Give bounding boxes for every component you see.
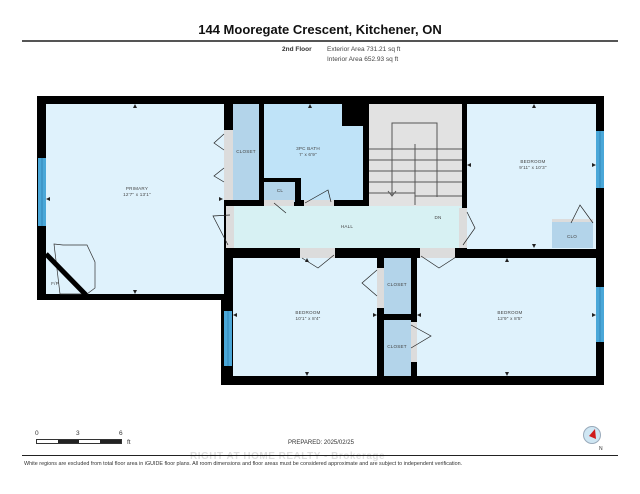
room-label-closet-mid-lower: CLOSET <box>382 344 412 350</box>
room-clo <box>552 221 593 248</box>
prepared-date: PREPARED: 2025/02/25 <box>288 440 354 446</box>
footer-divider <box>22 455 618 456</box>
watermark: RIGHT AT HOME REALTY - Brokerage <box>190 451 386 462</box>
room-label-hall: HALL <box>332 224 362 230</box>
room-dims: 10'1" x 8'4" <box>295 316 321 321</box>
room-dims: 12'9" x 8'5" <box>497 316 523 321</box>
room-label-bedroom-ne: BEDROOM 9'11" x 10'3" <box>508 159 558 171</box>
room-label-clo: CLO <box>562 234 582 240</box>
scale-tick-0: 0 <box>35 430 39 437</box>
room-closet-mid-upper <box>384 258 411 314</box>
room-label-closet: CLOSET <box>226 149 266 155</box>
exterior-area: Exterior Area 731.21 sq ft <box>327 46 401 53</box>
room-label-bath: 3PC BATH 7' x 6'9" <box>285 146 331 158</box>
room-name: HALL <box>340 224 354 229</box>
room-label-bedroom-sw: BEDROOM 10'1" x 8'4" <box>283 310 333 322</box>
room-dims: 9'11" x 10'3" <box>519 165 547 170</box>
room-name: F/P <box>51 281 59 286</box>
room-bedroom-sw <box>233 258 377 376</box>
room-name: BEDROOM <box>497 310 523 315</box>
compass-icon <box>583 426 601 444</box>
room-name: BEDROOM <box>520 159 546 164</box>
room-name: CLOSET <box>236 149 256 154</box>
stair-lines <box>369 122 462 205</box>
room-name: 3PC BATH <box>296 146 320 151</box>
dimension-arrows <box>46 104 596 376</box>
room-cl <box>264 182 295 202</box>
interior-area: Interior Area 652.93 sq ft <box>327 56 399 63</box>
fireplace <box>53 243 96 295</box>
room-name: PRIMARY <box>125 186 149 191</box>
room-bedroom-se <box>417 258 596 376</box>
room-name: CLOSET <box>387 344 407 349</box>
compass-north-label: N <box>599 446 603 452</box>
room-closet-mid-lower <box>384 320 411 376</box>
floor-label: 2nd Floor <box>282 46 312 53</box>
room-name: CLO <box>566 234 578 239</box>
room-label-primary: PRIMARY 12'7" x 13'1" <box>112 186 162 198</box>
scale-tick-3: 3 <box>76 430 80 437</box>
room-hall <box>232 206 462 248</box>
room-dims: 7' x 6'9" <box>299 152 317 157</box>
stairs-down-label: DN <box>428 215 448 221</box>
disclaimer: White regions are excluded from total fl… <box>24 461 463 467</box>
room-name: DN <box>434 215 442 220</box>
room-label-closet-mid-upper: CLOSET <box>382 282 412 288</box>
page-title: 144 Mooregate Crescent, Kitchener, ON <box>198 22 442 37</box>
room-label-cl: CL <box>270 188 290 194</box>
title-divider <box>22 40 618 42</box>
scale-unit: ft <box>127 439 131 446</box>
room-name: CLOSET <box>387 282 407 287</box>
scale-graphic <box>36 439 122 444</box>
room-closet-primary <box>233 104 259 200</box>
scale-tick-6: 6 <box>119 430 123 437</box>
room-name: CL <box>276 188 284 193</box>
room-name: BEDROOM <box>295 310 321 315</box>
room-dims: 12'7" x 13'1" <box>123 192 151 197</box>
room-label-bedroom-se: BEDROOM 12'9" x 8'5" <box>485 310 535 322</box>
fireplace-label: F/P <box>48 281 62 287</box>
room-bath <box>264 104 363 200</box>
